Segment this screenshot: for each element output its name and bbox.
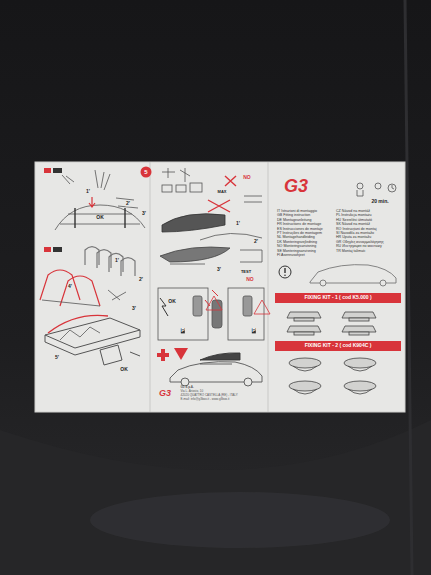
weight-mark: MAX [217, 190, 227, 194]
ok-mark: OK [96, 215, 105, 220]
language-entry: CZ Návod na montáž [336, 210, 370, 214]
language-entry: FI Asennusohjeet [277, 254, 305, 258]
bar-clamps [40, 247, 135, 307]
step-badge [141, 167, 152, 178]
language-entry: SI Navodila za montažo [336, 232, 374, 236]
address-line: E-mail: info@g3box.it - www.g3box.it [180, 398, 230, 401]
callout-number: 1' [86, 189, 91, 194]
fixing-kit-band: FIXING KIT - 2 ( cod K904C ) [275, 341, 401, 351]
callout-number: 3' [217, 267, 222, 272]
language-entry: HU Szerelési útmutató [336, 219, 372, 223]
trunk-lining [0, 420, 431, 575]
language-entry: RU Инструкция по монтажу [336, 245, 382, 249]
fold-line [268, 162, 269, 412]
language-entry: ES Instrucciones de montaje [277, 228, 323, 232]
address-line: 42020 QUATTRO CASTELLA (RE) - ITALY [180, 394, 238, 397]
language-entry: NO Monteringsanvisning [277, 245, 316, 249]
ok-mark: OK [168, 299, 177, 304]
language-entry: DK Monteringsvejledning [277, 241, 317, 245]
warning-icon [279, 266, 291, 278]
fold-line [150, 162, 151, 412]
callout-number: 2' [126, 201, 131, 206]
leaflet-sheet [35, 162, 405, 412]
parking-sign: P [252, 328, 256, 333]
language-entry: RO Instrucțiuni de montaj [336, 228, 377, 232]
time-icons [357, 183, 396, 196]
callout-number: 2' [254, 239, 259, 244]
callout-number: 3' [142, 211, 147, 216]
address-line: G3 S.p.A. [180, 386, 194, 389]
language-entry: NL Montagehandleiding [277, 237, 315, 241]
callout-number: 1' [115, 258, 120, 263]
language-entry: IT Istruzioni di montaggio [277, 210, 317, 214]
time-note: 20 min. [371, 199, 389, 204]
fixing-kit-1-parts [287, 312, 376, 335]
ok-mark: OK [120, 367, 129, 372]
language-entry: HR Uputa za montažu [336, 237, 371, 241]
language-entry: FR Instructions de montage [277, 223, 321, 227]
car-roof-sketch [44, 168, 145, 230]
parking-sketch [158, 288, 270, 340]
car-with-box [157, 348, 262, 386]
callout-number: 2' [139, 277, 144, 282]
test-mark: TEST [240, 270, 251, 274]
band-title: FIXING KIT - 2 ( cod K904C ) [305, 343, 372, 349]
language-entry: TR Montaj talimatı [336, 250, 365, 254]
highlight [90, 492, 390, 548]
language-entry: PT Instruções de montagem [277, 232, 322, 236]
address-line: Via L. Ariosto, 10 [180, 390, 204, 393]
brand-logo: G3 [284, 177, 308, 196]
step-number: 5 [144, 169, 147, 175]
callout-number: 5' [55, 355, 60, 360]
brand-logo: G3 [159, 389, 171, 398]
callout-number: 4' [68, 284, 73, 289]
language-entry: SE Monteringsanvisning [277, 250, 316, 254]
callout-number: 1' [236, 221, 241, 226]
parking-sign: P [181, 328, 185, 333]
fixing-kit-band: FIXING KIT - 1 ( cod K5.000 ) [275, 293, 401, 303]
car-silhouette [310, 265, 396, 286]
language-entry: DE Montageanleitung [277, 219, 312, 223]
roof-box-open [45, 315, 140, 365]
language-entry: SK Návod na montáž [336, 223, 370, 227]
fixing-kit-2-parts [289, 358, 376, 394]
language-entry: GB Fitting instruction [277, 215, 310, 219]
language-entry: GR Οδηγίες συναρμολόγησης [336, 241, 384, 245]
band-title: FIXING KIT - 1 ( cod K5.000 ) [304, 295, 371, 301]
callout-number: 3' [132, 306, 137, 311]
no-mark: NO [243, 175, 252, 180]
box-loading-sketch [160, 168, 262, 264]
trunk-edge [405, 0, 412, 575]
no-mark: NO [246, 277, 255, 282]
language-entry: PL Instrukcja montażu [336, 215, 371, 219]
